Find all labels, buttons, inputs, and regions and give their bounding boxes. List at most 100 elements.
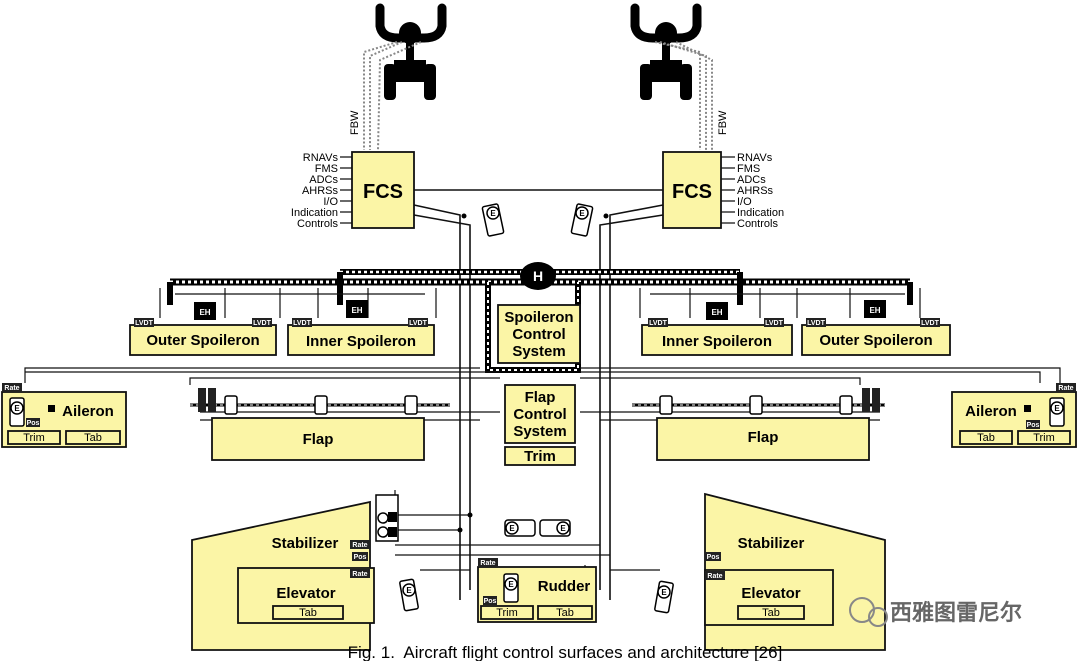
lvdt-tag: LVDT: [253, 320, 271, 327]
aileron-right-tab-label: Tab: [977, 432, 995, 444]
fbw-link-right: [654, 41, 713, 150]
backup-actuator-right-icon: E: [570, 203, 594, 237]
lvdt-tag: LVDT: [293, 320, 311, 327]
lvdt-tag: LVDT: [135, 320, 153, 327]
fcs-right-inputs: RNAVs FMS ADCs AHRSs I/O Indication Cont…: [721, 152, 784, 230]
fcs-left-input: Controls: [297, 218, 338, 230]
aileron-right: Aileron Tab Trim Rate Pos E: [951, 383, 1077, 448]
elevator-actuator-right-icon: E: [654, 580, 674, 614]
lvdt-tag: LVDT: [807, 320, 825, 327]
actuator-e-label: E: [1054, 404, 1060, 413]
lvdt-tag: LVDT: [649, 320, 667, 327]
fcs-left-input: FMS: [315, 163, 338, 175]
fcs-right-box: [662, 151, 722, 229]
eh-label: EH: [869, 306, 880, 315]
inner-spoileron-left-label: Inner Spoileron: [306, 333, 416, 350]
actuator-e-label: E: [508, 580, 514, 589]
hydraulic-source-label: H: [533, 268, 543, 284]
flap-left-label: Flap: [303, 431, 334, 448]
watermark-text: 西雅图雷尼尔: [890, 600, 1022, 625]
fbw-left-label: FBW: [349, 110, 361, 135]
inner-spoileron-right: Inner Spoileron LVDT LVDT EH: [641, 302, 793, 356]
actuator-e-label: E: [14, 404, 20, 413]
outer-spoileron-right: Outer Spoileron LVDT LVDT EH: [801, 300, 951, 356]
fcs-left-input: RNAVs: [303, 152, 339, 164]
flap-control-system: Flap Control System: [504, 384, 576, 444]
actuator-e-label: E: [490, 209, 496, 218]
fcs-left-input: AHRSs: [302, 185, 339, 197]
aileron-left-tab-label: Tab: [84, 432, 102, 444]
eh-label: EH: [711, 308, 722, 317]
stabilizer-left: Stabilizer Elevator Tab Rate Pos Rate: [191, 494, 399, 651]
pos-tag: Pos: [707, 554, 720, 561]
fbw-right-label: FBW: [717, 110, 729, 135]
actuator-e-label: E: [579, 209, 585, 218]
rate-tag: Rate: [352, 571, 367, 578]
hydraulic-source-icon: [520, 262, 556, 290]
pitch-trim-actuators-icon: E E: [504, 519, 571, 537]
rudder-tab-label: Tab: [556, 607, 574, 619]
outer-spoileron-right-label: Outer Spoileron: [819, 332, 932, 349]
trim-label: Trim: [524, 448, 556, 465]
backup-actuator-left-icon: E: [481, 203, 505, 237]
watermark: 西雅图雷尼尔: [849, 597, 1022, 627]
outer-spoileron-left: Outer Spoileron LVDT LVDT EH: [129, 302, 277, 356]
elevator-right-label: Elevator: [741, 585, 800, 602]
pos-tag: Pos: [354, 554, 367, 561]
lvdt-tag: LVDT: [409, 320, 427, 327]
stabilizer-left-label: Stabilizer: [272, 535, 339, 552]
fcs-left-input: ADCs: [309, 174, 338, 186]
right-yoke-icon: [630, 3, 702, 100]
eh-label: EH: [199, 308, 210, 317]
outer-spoileron-left-label: Outer Spoileron: [146, 332, 259, 349]
eh-label: EH: [351, 306, 362, 315]
aileron-right-label: Aileron: [965, 403, 1017, 420]
fcs-right-input: FMS: [737, 163, 760, 175]
fcs-right-input: Indication: [737, 207, 784, 219]
fcs-right-label: FCS: [672, 181, 712, 203]
lvdt-tag: LVDT: [765, 320, 783, 327]
rudder: Rudder Trim Tab Rate Pos E: [477, 558, 597, 623]
figure-caption: Fig. 1. Aircraft flight control surfaces…: [348, 643, 783, 661]
spoileron-control-line: Spoileron: [504, 309, 573, 326]
stabilizer-right-label: Stabilizer: [738, 535, 805, 552]
flap-control-line: System: [513, 423, 566, 440]
rate-tag: Rate: [480, 560, 495, 567]
flap-control-line: Control: [513, 406, 566, 423]
fbw-link-left: [363, 41, 422, 151]
rate-tag: Rate: [1058, 385, 1073, 392]
aileron-left-trim-label: Trim: [23, 432, 45, 444]
actuator-e-label: E: [406, 586, 412, 595]
lvdt-tag: LVDT: [921, 320, 939, 327]
fcs-left-inputs: RNAVs FMS ADCs AHRSs I/O Indication Cont…: [291, 152, 352, 230]
fcs-right-input: I/O: [737, 196, 752, 208]
actuator-e-label: E: [661, 588, 667, 597]
flap-control-line: Flap: [525, 389, 556, 406]
rudder-trim-label: Trim: [496, 607, 518, 619]
rate-tag: Rate: [707, 573, 722, 580]
pos-tag: Pos: [27, 420, 40, 427]
inner-spoileron-left: Inner Spoileron LVDT LVDT EH: [287, 300, 435, 356]
aileron-left: Aileron Trim Tab Rate Pos E: [1, 383, 127, 448]
fcs-left-input: I/O: [323, 196, 338, 208]
rudder-label: Rudder: [538, 578, 591, 595]
actuator-e-label: E: [509, 524, 515, 533]
flap-right: Flap: [632, 388, 885, 461]
fcs-right-input: RNAVs: [737, 152, 773, 164]
aileron-right-trim-label: Trim: [1033, 432, 1055, 444]
rate-tag: Rate: [4, 385, 19, 392]
fcs-right-input: Controls: [737, 218, 778, 230]
elevator-left-label: Elevator: [276, 585, 335, 602]
trim-box: Trim: [504, 446, 576, 466]
stabilizer-right: Stabilizer Elevator Tab Pos Rate: [704, 492, 886, 651]
fcs-right-input: AHRSs: [737, 185, 774, 197]
pos-tag: Pos: [484, 598, 497, 605]
actuator-e-label: E: [560, 524, 566, 533]
flap-left: Flap: [190, 388, 450, 461]
spoileron-control-line: Control: [512, 326, 565, 343]
inner-spoileron-right-label: Inner Spoileron: [662, 333, 772, 350]
spoileron-control-system: Spoileron Control System: [497, 304, 581, 364]
elevator-actuator-left-icon: E: [399, 578, 419, 612]
elevator-left-tab-label: Tab: [299, 607, 317, 619]
